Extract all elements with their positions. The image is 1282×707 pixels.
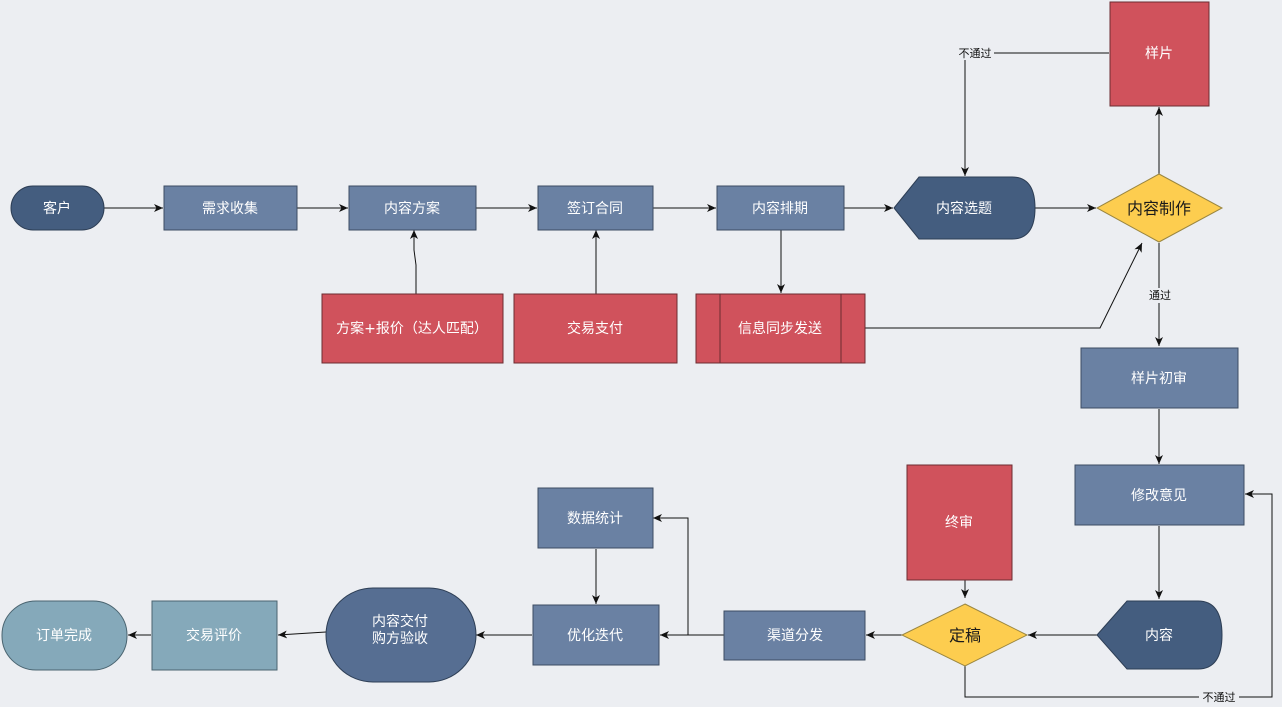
- node-optimize[interactable]: 优化迭代: [532, 604, 660, 666]
- node-finalize-label: 定稿: [949, 626, 981, 645]
- node-plan-quote[interactable]: 方案+报价（达人匹配）: [321, 293, 504, 364]
- edge-finalize-revision-reject: [964, 490, 1273, 698]
- node-trade-review-label: 交易评价: [186, 627, 242, 644]
- node-revision-label: 修改意见: [1131, 487, 1187, 504]
- edge-label-pass: 通过: [1149, 289, 1171, 302]
- node-final-review[interactable]: 终审: [906, 464, 1013, 581]
- node-contract[interactable]: 签订合同: [537, 185, 654, 231]
- node-distribution-label: 渠道分发: [767, 628, 823, 644]
- node-customer[interactable]: 客户: [10, 185, 105, 231]
- node-data-stats-label: 数据统计: [567, 511, 623, 527]
- node-delivery-label-2: 购方验收: [372, 631, 428, 647]
- edge-label-reject-top: 不通过: [959, 47, 992, 60]
- edge-sample-topic-reject: [961, 52, 1109, 176]
- node-production[interactable]: 内容制作: [1095, 173, 1224, 243]
- node-requirement[interactable]: 需求收集: [163, 185, 298, 231]
- node-content-label: 内容: [1145, 627, 1173, 644]
- node-schedule-label: 内容排期: [752, 200, 808, 217]
- node-customer-label: 客户: [43, 200, 71, 217]
- node-sample-review-label: 样片初审: [1131, 370, 1187, 387]
- node-topic-label: 内容选题: [936, 200, 992, 217]
- nodes: 客户 需求收集 内容方案 签订合同 内容排期 内容选题 内容制作: [1, 1, 1245, 683]
- node-schedule[interactable]: 内容排期: [716, 185, 845, 231]
- node-info-sync[interactable]: 信息同步发送: [695, 293, 866, 364]
- node-payment-label: 交易支付: [567, 320, 623, 337]
- node-payment[interactable]: 交易支付: [513, 293, 678, 364]
- edge-info-production: [865, 242, 1143, 329]
- node-info-sync-label: 信息同步发送: [738, 320, 822, 337]
- node-topic[interactable]: 内容选题: [893, 176, 1036, 240]
- node-sample[interactable]: 样片: [1109, 1, 1210, 107]
- node-content-plan[interactable]: 内容方案: [348, 185, 477, 231]
- edge-optimize-stats: [653, 514, 689, 635]
- node-content[interactable]: 内容: [1096, 600, 1223, 670]
- node-distribution[interactable]: 渠道分发: [723, 610, 866, 661]
- node-optimize-label: 优化迭代: [567, 628, 623, 644]
- edge-quote-plan: [410, 230, 418, 294]
- node-delivery-label-1: 内容交付: [372, 613, 428, 630]
- node-final-review-label: 终审: [945, 515, 973, 531]
- edge-delivery-trade: [277, 630, 327, 639]
- edge-label-reject-bottom: 不通过: [1203, 691, 1236, 704]
- node-sample-review[interactable]: 样片初审: [1080, 347, 1239, 409]
- node-requirement-label: 需求收集: [202, 200, 258, 217]
- node-revision[interactable]: 修改意见: [1074, 464, 1245, 526]
- node-plan-quote-label: 方案+报价（达人匹配）: [336, 320, 488, 337]
- edge-labels: 不通过 通过 不通过: [956, 45, 1239, 705]
- node-production-label: 内容制作: [1127, 199, 1191, 218]
- node-content-plan-label: 内容方案: [384, 200, 440, 217]
- node-order-done[interactable]: 订单完成: [1, 600, 128, 671]
- node-data-stats[interactable]: 数据统计: [537, 487, 654, 549]
- node-delivery[interactable]: 内容交付 购方验收: [325, 587, 477, 683]
- node-contract-label: 签订合同: [567, 200, 623, 217]
- node-sample-label: 样片: [1145, 46, 1173, 62]
- node-finalize[interactable]: 定稿: [900, 603, 1029, 667]
- node-trade-review[interactable]: 交易评价: [151, 600, 278, 671]
- node-order-done-label: 订单完成: [36, 628, 92, 644]
